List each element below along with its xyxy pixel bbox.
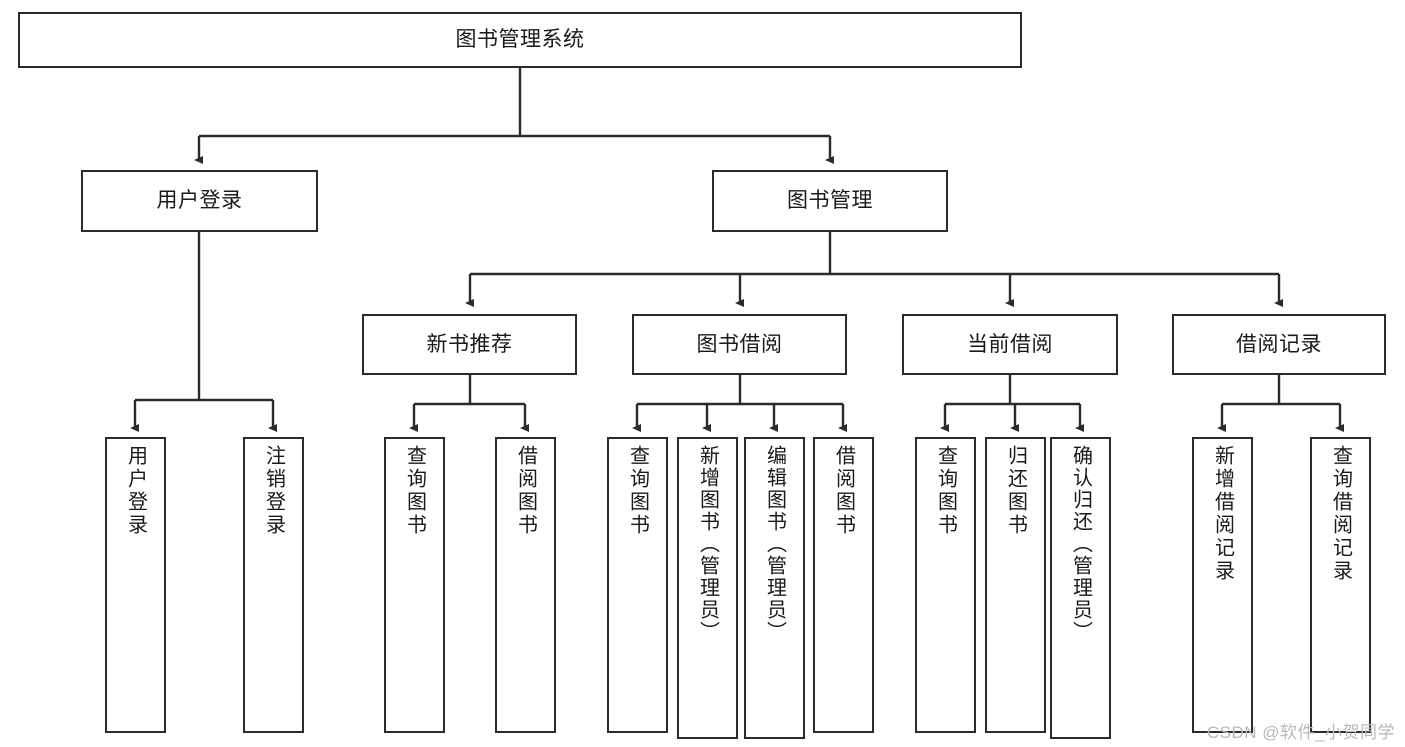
node-label: 新增图书（管理员） [696,445,719,643]
node-label: 借阅图书 [832,445,855,537]
leaf-records-query-record[interactable]: 查询借阅记录 [1310,437,1371,733]
leaf-borrow-add-book-admin[interactable]: 新增图书（管理员） [677,437,738,739]
node-label: 编辑图书（管理员） [763,445,786,643]
node-label: 图书管理 [787,189,873,213]
node-borrow-records[interactable]: 借阅记录 [1172,314,1386,375]
leaf-current-return-book[interactable]: 归还图书 [985,437,1046,733]
node-label: 借阅记录 [1236,332,1322,356]
node-label: 图书借阅 [696,332,783,356]
node-label: 图书管理系统 [455,28,585,52]
node-label: 当前借阅 [967,332,1053,356]
node-new-book-recommend[interactable]: 新书推荐 [362,314,577,375]
node-label: 查询图书 [934,445,957,537]
node-label: 用户登录 [156,189,243,213]
node-book-borrow[interactable]: 图书借阅 [632,314,847,375]
leaf-borrow-borrow-book[interactable]: 借阅图书 [813,437,874,733]
node-label: 新书推荐 [426,332,513,356]
node-label: 注销登录 [262,445,285,537]
csdn-watermark: CSDN @软件_小贺同学 [1206,723,1395,742]
node-label: 确认归还（管理员） [1069,445,1092,643]
node-label: 新增借阅记录 [1211,445,1234,583]
leaf-user-login-logout[interactable]: 注销登录 [243,437,304,733]
node-label: 借阅图书 [514,445,537,537]
node-user-login[interactable]: 用户登录 [81,170,318,232]
node-root-system[interactable]: 图书管理系统 [18,12,1022,68]
node-label: 用户登录 [124,445,147,537]
node-label: 归还图书 [1004,445,1027,537]
leaf-records-add-record[interactable]: 新增借阅记录 [1192,437,1253,733]
node-label: 查询图书 [403,445,426,537]
leaf-user-login-login[interactable]: 用户登录 [105,437,166,733]
leaf-recommend-borrow-book[interactable]: 借阅图书 [495,437,556,733]
node-label: 查询借阅记录 [1329,445,1352,583]
node-label: 查询图书 [626,445,649,537]
leaf-borrow-query-book[interactable]: 查询图书 [607,437,668,733]
leaf-recommend-query-book[interactable]: 查询图书 [384,437,445,733]
node-book-management[interactable]: 图书管理 [712,170,948,232]
node-current-borrow[interactable]: 当前借阅 [902,314,1118,375]
leaf-current-confirm-return-admin[interactable]: 确认归还（管理员） [1050,437,1111,739]
leaf-current-query-book[interactable]: 查询图书 [915,437,976,733]
leaf-borrow-edit-book-admin[interactable]: 编辑图书（管理员） [744,437,805,739]
